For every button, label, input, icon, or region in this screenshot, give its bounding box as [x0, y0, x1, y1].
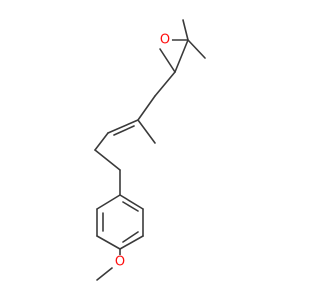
molecule-structure: O O: [94, 19, 206, 281]
bond-double-outer: [107, 119, 139, 134]
bond-o-methyl: [96, 267, 113, 281]
oxygen-atom-epoxide: O: [160, 33, 170, 48]
ring-bond-4: [96, 235, 121, 250]
bond-methyl-b: [187, 39, 206, 59]
ring-bond-6: [96, 194, 121, 210]
bond-double-inner: [113, 125, 135, 136]
bond-chain-3: [94, 132, 109, 151]
bond-chain-2: [137, 95, 156, 121]
methoxy-oxygen-label: O: [113, 255, 127, 270]
ring-double-1: [122, 201, 139, 212]
bond-alkene-methyl: [137, 119, 156, 144]
oxygen-atom-methoxy: O: [115, 255, 125, 270]
ring-bond-1: [119, 194, 144, 210]
epoxide-oxygen-label: O: [158, 33, 172, 48]
bond-epoxide-c-o: [159, 48, 176, 73]
epoxide-ring: [159, 39, 189, 73]
ring-double-2: [122, 231, 139, 243]
benzene-ring: [96, 194, 144, 250]
bond-methyl-a: [182, 19, 189, 41]
bond-chain-1: [154, 71, 176, 97]
bond-epoxide-c-c: [174, 39, 189, 73]
bond-chain-4: [94, 149, 121, 171]
ring-bond-3: [119, 235, 144, 250]
